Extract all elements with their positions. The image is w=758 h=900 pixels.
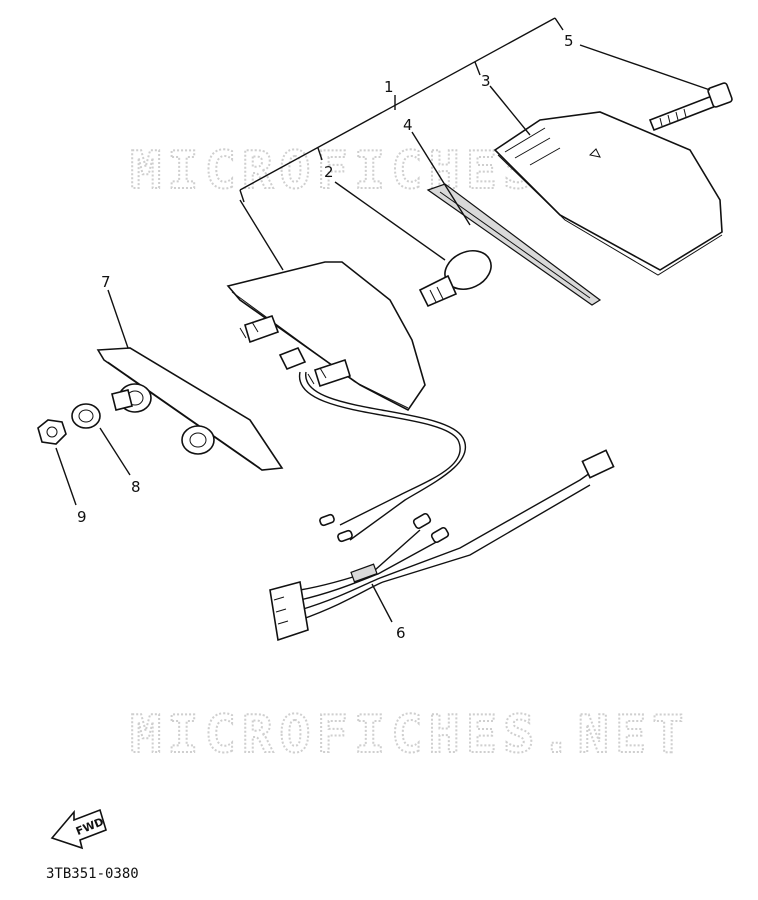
part-wire-harness bbox=[269, 449, 615, 642]
part-bulb bbox=[334, 181, 492, 308]
callout-7: 7 bbox=[101, 273, 111, 291]
part-grommet bbox=[71, 389, 133, 476]
watermark-bottom: MICROFICHES.NET bbox=[130, 705, 690, 765]
assembly-bracket-lines bbox=[239, 17, 564, 271]
part-nut bbox=[37, 419, 77, 506]
part-harness-wire bbox=[299, 371, 466, 543]
part-gasket bbox=[411, 131, 602, 306]
part-bolt bbox=[579, 44, 733, 132]
forward-arrow-icon: FWD bbox=[50, 808, 107, 850]
callout-6: 6 bbox=[396, 624, 406, 642]
callout-3: 3 bbox=[481, 72, 491, 90]
callout-2: 2 bbox=[324, 163, 334, 181]
part-light-housing bbox=[226, 261, 426, 412]
callout-5: 5 bbox=[564, 32, 574, 50]
callout-9: 9 bbox=[77, 508, 87, 526]
callout-8: 8 bbox=[131, 478, 141, 496]
callout-4: 4 bbox=[403, 116, 413, 134]
part-mounting-bracket bbox=[96, 289, 284, 471]
callout-1: 1 bbox=[384, 78, 394, 96]
part-lens-cover bbox=[489, 85, 723, 276]
diagram-code: 3TB351-0380 bbox=[46, 866, 139, 882]
